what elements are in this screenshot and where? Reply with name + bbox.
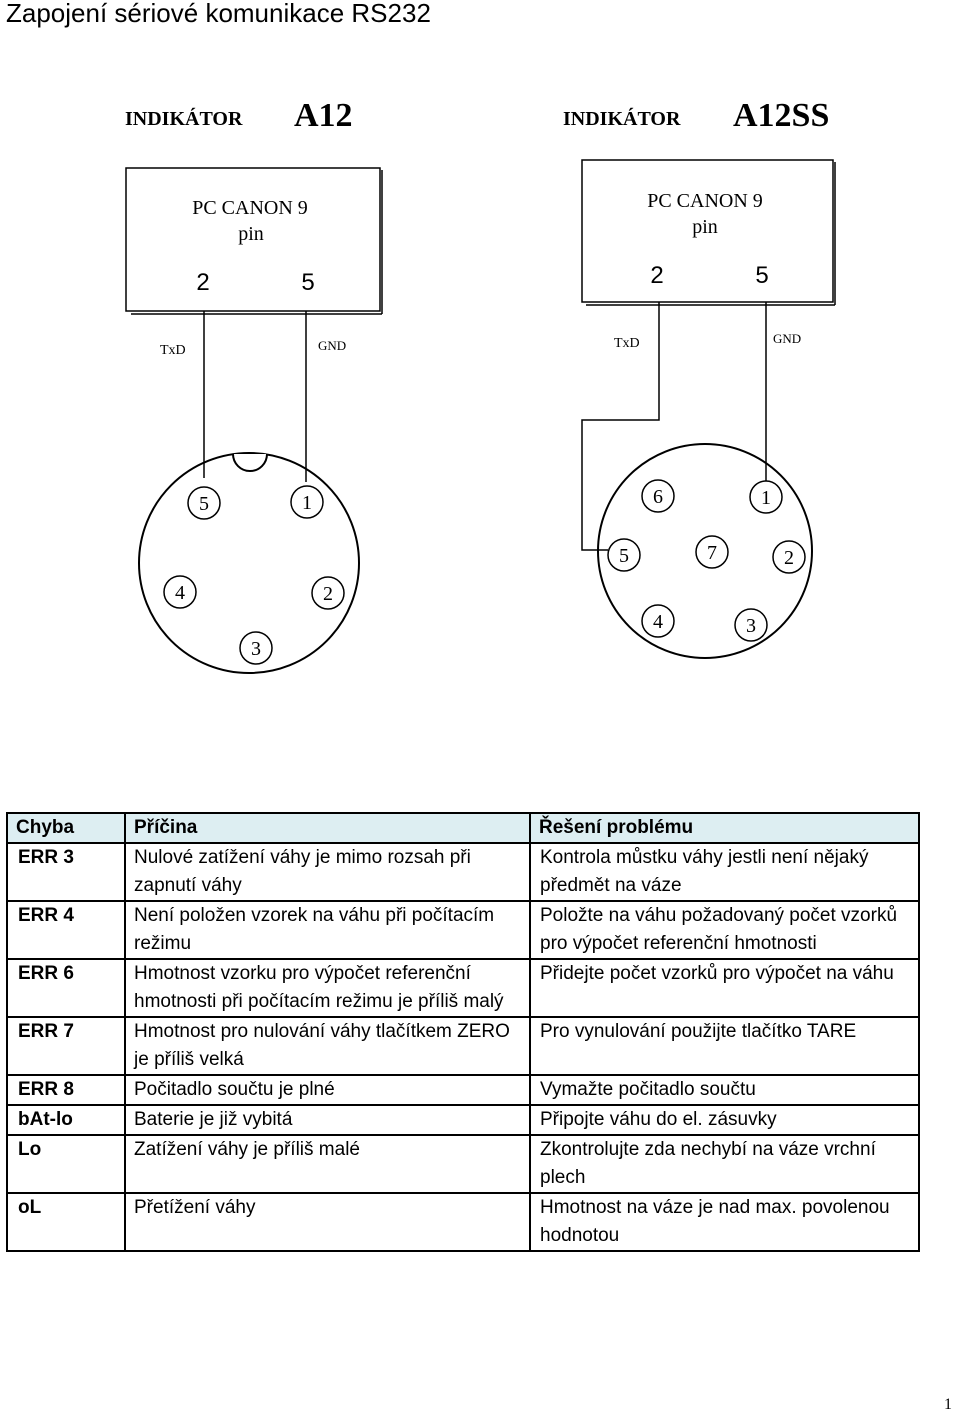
right-canon-box: PC CANON 9 pin 2 5 [581, 159, 836, 306]
right-pin-2: 2 [650, 262, 663, 289]
right-connector: 6 1 5 7 2 4 3 [597, 443, 813, 659]
left-pin-label-4: 4 [175, 582, 185, 604]
error-solution: Hmotnost na váze je nad max. povolenou h… [529, 1192, 920, 1252]
right-heading-model: A12SS [733, 97, 829, 134]
left-pin-label-3: 3 [251, 638, 261, 660]
left-pin-label-1: 1 [302, 492, 312, 514]
table-row: ERR 4 Není položen vzorek na váhu při po… [6, 900, 920, 960]
right-pin-label-6: 6 [653, 486, 663, 508]
right-heading-prefix: INDIKÁTOR [563, 107, 681, 130]
table-row: oL Přetížení váhy Hmotnost na váze je na… [6, 1192, 920, 1252]
left-heading-model: A12 [294, 97, 353, 134]
left-heading: INDIKÁTOR A12 [125, 97, 353, 134]
right-pin-label-5: 5 [619, 545, 629, 567]
header-reseni: Řešení problému [529, 812, 920, 844]
error-code: oL [6, 1192, 125, 1252]
page-number: 1 [944, 1396, 952, 1413]
left-txd-label: TxD [160, 343, 186, 358]
right-pin-5: 5 [755, 262, 768, 289]
error-code: ERR 4 [6, 900, 125, 960]
right-box-line2: pin [692, 216, 718, 238]
left-box-line1: PC CANON 9 [192, 197, 308, 219]
right-pin-label-2: 2 [784, 547, 794, 569]
error-solution: Položte na váhu požadovaný počet vzorků … [529, 900, 920, 960]
error-cause: Přetížení váhy [124, 1192, 530, 1252]
left-pin-2: 2 [196, 269, 209, 296]
left-pin-circle-4 [163, 575, 197, 609]
error-cause: Hmotnost vzorku pro výpočet referenční h… [124, 958, 530, 1018]
left-connector: 5 1 4 2 3 [138, 452, 360, 674]
error-solution: Přidejte počet vzorků pro výpočet na váh… [529, 958, 920, 1018]
right-pin-label-1: 1 [761, 487, 771, 509]
left-pin-label-5: 5 [199, 493, 209, 515]
table-row: Lo Zatížení váhy je příliš malé Zkontrol… [6, 1134, 920, 1194]
left-pin-label-2: 2 [323, 583, 333, 605]
error-code: Lo [6, 1134, 125, 1194]
right-pin-circle-4 [641, 604, 675, 638]
left-heading-prefix: INDIKÁTOR [125, 107, 243, 130]
header-chyba: Chyba [6, 812, 125, 844]
error-solution: Pro vynulování použijte tlačítko TARE [529, 1016, 920, 1076]
right-pin-circle-1 [749, 480, 783, 514]
right-txd-wire [581, 302, 660, 551]
error-cause: Není položen vzorek na váhu při počítací… [124, 900, 530, 960]
error-code: ERR 7 [6, 1016, 125, 1076]
error-cause: Počitadlo součtu je plné [124, 1074, 530, 1106]
right-pin-label-4: 4 [653, 611, 663, 633]
left-pin-circle-3 [239, 631, 273, 665]
error-cause: Zatížení váhy je příliš malé [124, 1134, 530, 1194]
right-pin-circle-6 [641, 479, 675, 513]
error-code: ERR 3 [6, 842, 125, 902]
left-pin-circle-1 [290, 485, 324, 519]
table-row: ERR 6 Hmotnost vzorku pro výpočet refere… [6, 958, 920, 1018]
error-table-header-row: Chyba Příčina Řešení problému [6, 812, 920, 844]
error-code: ERR 8 [6, 1074, 125, 1106]
right-pin-circle-3 [734, 608, 768, 642]
table-row: ERR 8 Počitadlo součtu je plné Vymažte p… [6, 1074, 920, 1106]
left-pin-circle-2 [311, 576, 345, 610]
left-pin-circle-5 [187, 486, 221, 520]
left-box-line2: pin [238, 223, 264, 245]
error-table: Chyba Příčina Řešení problému ERR 3 Nulo… [6, 812, 920, 1252]
wiring-diagram: INDIKÁTOR A12 INDIKÁTOR A12SS PC CANON 9… [125, 97, 836, 674]
right-txd-label: TxD [614, 336, 640, 351]
error-code: ERR 6 [6, 958, 125, 1018]
right-pin-circle-2 [772, 540, 806, 574]
table-row: ERR 3 Nulové zatížení váhy je mimo rozsa… [6, 842, 920, 902]
page-title: Zapojení sériové komunikace RS232 [6, 0, 431, 28]
error-solution: Vymažte počitadlo součtu [529, 1074, 920, 1106]
right-pin-circle-7 [695, 535, 729, 569]
table-row: ERR 7 Hmotnost pro nulování váhy tlačítk… [6, 1016, 920, 1076]
right-pin-circle-5 [607, 538, 641, 572]
error-code: bAt-lo [6, 1104, 125, 1136]
right-pin-label-3: 3 [746, 615, 756, 637]
left-canon-box: PC CANON 9 pin 2 5 [125, 167, 383, 315]
error-cause: Hmotnost pro nulování váhy tlačítkem ZER… [124, 1016, 530, 1076]
left-gnd-label: GND [318, 338, 346, 353]
right-gnd-label: GND [773, 331, 801, 346]
left-pin-5: 5 [301, 269, 314, 296]
right-pin-label-7: 7 [707, 542, 717, 564]
error-cause: Baterie je již vybitá [124, 1104, 530, 1136]
header-pricina: Příčina [124, 812, 530, 844]
error-solution: Kontrola můstku váhy jestli není nějaký … [529, 842, 920, 902]
right-box-line1: PC CANON 9 [647, 190, 763, 212]
error-cause: Nulové zatížení váhy je mimo rozsah při … [124, 842, 530, 902]
table-row: bAt-lo Baterie je již vybitá Připojte vá… [6, 1104, 920, 1136]
right-heading: INDIKÁTOR A12SS [563, 97, 829, 134]
error-solution: Zkontrolujte zda nechybí na váze vrchní … [529, 1134, 920, 1194]
error-solution: Připojte váhu do el. zásuvky [529, 1104, 920, 1136]
